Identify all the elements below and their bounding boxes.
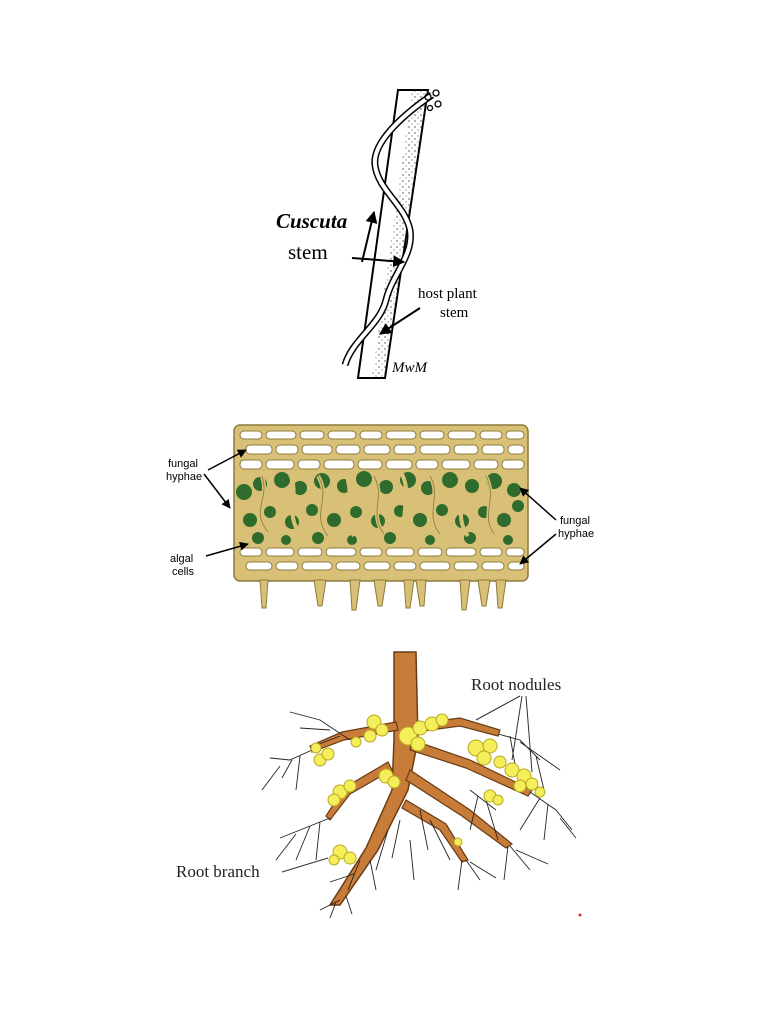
upper-cortex-row-1 xyxy=(239,430,525,440)
fine-rootlets xyxy=(261,711,577,919)
root-panel: Root nodules Root branch xyxy=(176,651,582,919)
lichen-label-hyphae-left: hyphae xyxy=(166,471,202,483)
lichen-label-algal: algal xyxy=(170,553,193,565)
host-plant-label-1: host plant xyxy=(418,286,478,302)
lichen-label-cells: cells xyxy=(172,566,195,578)
cuscuta-arrow-up xyxy=(361,210,378,263)
root-nodules-label: Root nodules xyxy=(471,675,561,694)
stray-mark xyxy=(578,913,582,917)
artist-signature: MwM xyxy=(391,360,429,376)
lichen-arrows xyxy=(203,449,557,565)
upper-cortex-row-3 xyxy=(239,459,525,470)
lichen-panel: fungal hyphae algal cells fungal hyphae xyxy=(166,424,594,611)
cuscuta-arrow-right xyxy=(351,255,406,268)
hyphae-outline xyxy=(259,475,495,537)
host-plant-label-2: stem xyxy=(440,305,469,321)
cuscuta-label: Cuscuta xyxy=(276,209,347,233)
lower-cortex-row xyxy=(239,547,525,571)
lichen-label-fungal-left: fungal xyxy=(168,458,198,470)
lichen-label-hyphae-right: hyphae xyxy=(558,528,594,540)
rhizines xyxy=(259,579,507,611)
root-branch-label: Root branch xyxy=(176,862,260,881)
root-nodules xyxy=(310,713,546,866)
cuscuta-panel: Cuscuta stem host plant stem MwM xyxy=(276,89,478,379)
lichen-label-fungal-right: fungal xyxy=(560,515,590,527)
upper-cortex-row-2 xyxy=(245,444,525,455)
flower-cluster-icon xyxy=(424,89,442,112)
host-arrow xyxy=(378,307,421,335)
root-leader-lines xyxy=(281,695,533,873)
cuscuta-stem-label: stem xyxy=(288,240,328,264)
